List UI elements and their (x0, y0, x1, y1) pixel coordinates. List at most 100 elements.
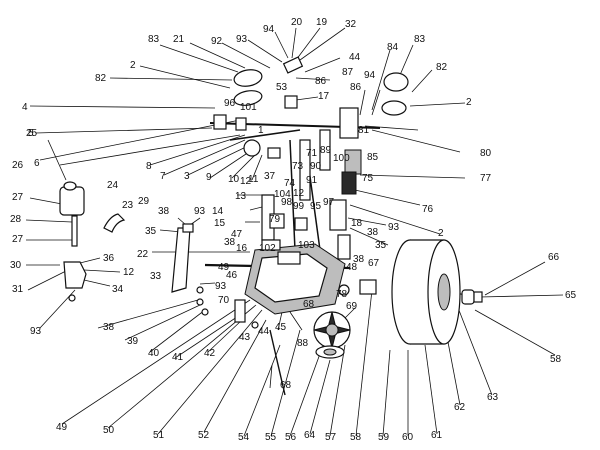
callout-label: 78 (336, 289, 348, 300)
callout-label: 79 (269, 214, 281, 225)
callout-label: 60 (402, 432, 414, 443)
callout-label: 83 (414, 34, 426, 45)
callout-label: 24 (107, 180, 119, 191)
callout-label: 27 (12, 234, 24, 245)
callout-label: 46 (226, 270, 238, 281)
callout-label: 34 (112, 284, 124, 295)
callout-label: 50 (103, 425, 115, 436)
callout-label: 93 (215, 281, 227, 292)
callout-label: 42 (204, 348, 216, 359)
callout-label: 93 (194, 206, 206, 217)
callout-label: 3 (184, 171, 190, 182)
callout-label: 12 (123, 267, 135, 278)
callout-label: 86 (350, 82, 362, 93)
callout-label: 35 (375, 240, 387, 251)
callout-label: 11 (248, 174, 259, 185)
callout-label: 93 (388, 222, 400, 233)
callout-label: 38 (158, 206, 170, 217)
callout-label: 96 (224, 98, 236, 109)
callout-label: 88 (297, 338, 309, 349)
callout-label: 101 (240, 102, 257, 113)
callout-label: 56 (285, 432, 297, 443)
callout-label: 64 (304, 430, 316, 441)
callout-label: 84 (387, 42, 399, 53)
callout-label: 47 (231, 229, 243, 240)
callout-label: 65 (565, 290, 577, 301)
callout-label: 22 (137, 249, 149, 260)
callout-label: 104 (274, 189, 291, 200)
callout-label: 94 (364, 70, 376, 81)
callout-label: 7 (160, 171, 166, 182)
callout-label: 9 (206, 172, 212, 183)
callout-label: 82 (436, 62, 448, 73)
callout-label: 20 (291, 17, 303, 28)
callout-label: 57 (325, 432, 337, 443)
leader-lines (25, 27, 564, 437)
callout-label: 69 (346, 301, 358, 312)
callout-label: 38 (103, 322, 115, 333)
callout-label: 13 (235, 191, 247, 202)
callout-label: 93 (30, 326, 42, 337)
callout-label: 39 (127, 336, 139, 347)
callout-label: 87 (342, 67, 354, 78)
callout-label: 91 (306, 175, 318, 186)
callout-label: 8 (146, 161, 152, 172)
callout-label: 48 (346, 262, 358, 273)
callout-label: 54 (238, 432, 250, 443)
callout-label: 52 (198, 430, 210, 441)
callout-label: 41 (172, 352, 184, 363)
callout-label: 38 (224, 237, 236, 248)
callout-label: 38 (367, 227, 379, 238)
callout-label: 62 (454, 402, 466, 413)
callout-label: 29 (138, 196, 150, 207)
callout-label: 71 (306, 148, 318, 159)
callout-label: 2 (130, 60, 136, 71)
callout-label: 66 (548, 252, 560, 263)
callout-label: 68 (280, 380, 292, 391)
callout-label: 75 (362, 173, 374, 184)
callout-label: 30 (10, 260, 22, 271)
callout-label: 68 (303, 299, 315, 310)
callout-label: 40 (148, 348, 160, 359)
parts (59, 56, 483, 396)
callout-label: 97 (323, 197, 335, 208)
callout-label: 21 (173, 34, 185, 45)
callout-label: 90 (310, 161, 322, 172)
callout-label: 45 (275, 322, 287, 333)
callout-label: 32 (345, 19, 357, 30)
callout-label: 4 (22, 102, 28, 113)
callout-label: 23 (122, 200, 134, 211)
callout-label: 59 (378, 432, 390, 443)
callout-label: 14 (212, 206, 224, 217)
callout-label: 15 (214, 218, 226, 229)
callout-label: 53 (276, 82, 288, 93)
callout-label: 44 (258, 326, 270, 337)
callout-label: 5 (28, 128, 34, 139)
callout-label: 17 (318, 91, 330, 102)
callout-label: 94 (263, 24, 275, 35)
callout-label: 38 (353, 254, 365, 265)
callout-label: 28 (10, 214, 22, 225)
callout-label: 26 (12, 160, 24, 171)
callout-label: 12 (240, 176, 252, 187)
callout-label: 61 (431, 430, 443, 441)
callout-label: 55 (265, 432, 277, 443)
callout-label: 12 (293, 188, 305, 199)
callout-label: 35 (145, 226, 157, 237)
callout-label: 82 (95, 73, 107, 84)
callout-label: 25 (26, 128, 38, 139)
callout-label: 76 (422, 204, 434, 215)
callout-label: 83 (148, 34, 160, 45)
callout-label: 2 (466, 97, 472, 108)
callout-label: 80 (480, 148, 492, 159)
callout-label: 100 (333, 153, 350, 164)
callout-label: 36 (103, 253, 115, 264)
callout-label: 74 (284, 178, 296, 189)
callout-label: 89 (320, 145, 332, 156)
callout-label: 37 (264, 171, 276, 182)
callout-label: 81 (358, 125, 370, 136)
callout-label: 67 (368, 258, 380, 269)
callout-label: 1 (258, 125, 264, 136)
callout-label: 70 (218, 295, 230, 306)
callout-label: 93 (236, 34, 248, 45)
